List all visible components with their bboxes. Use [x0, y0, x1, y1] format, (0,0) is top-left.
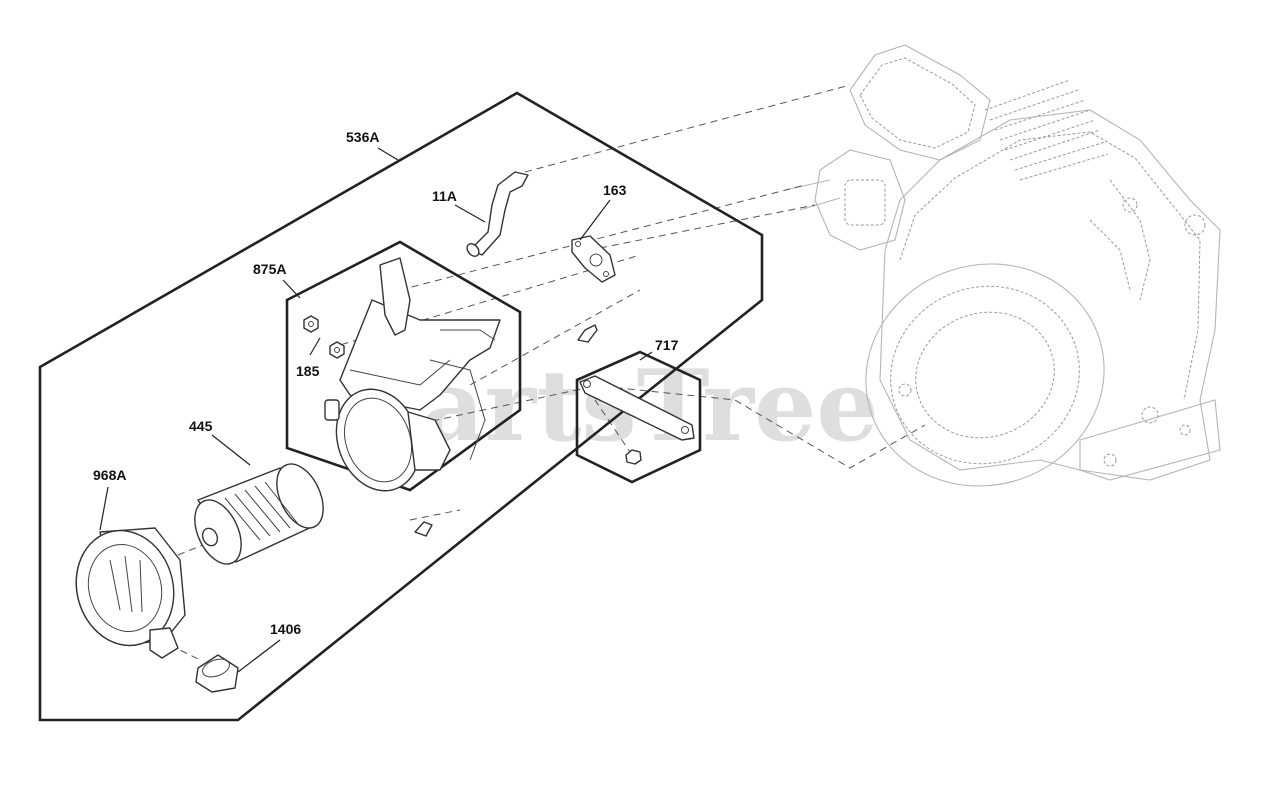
- callout-717: 717: [655, 337, 679, 353]
- callout-11A: 11A: [432, 188, 457, 204]
- air-filter: [194, 463, 324, 565]
- base-group-outline: [285, 240, 522, 492]
- air-cleaner-cover: [75, 527, 186, 659]
- callout-968A: 968A: [93, 467, 126, 483]
- alignment-lines: [169, 84, 926, 661]
- engine-illustration: [784, 44, 1221, 487]
- callout-445: 445: [189, 418, 213, 434]
- leader-lines: [99, 147, 653, 673]
- breather-hose: [466, 171, 529, 257]
- callout-163: 163: [603, 182, 627, 198]
- assembly-outline: [38, 91, 764, 722]
- callout-1406: 1406: [270, 621, 301, 637]
- callout-185: 185: [296, 363, 320, 379]
- gasket: [571, 235, 616, 283]
- bracket: [579, 375, 695, 465]
- callout-labels: 536A 11A 163 875A 185 717 445 968A 1406: [93, 129, 679, 637]
- screws: [414, 324, 598, 537]
- callout-536A: 536A: [346, 129, 379, 145]
- drain-plug: [195, 654, 239, 693]
- bracket-group-outline: [575, 350, 702, 484]
- nuts: [303, 315, 345, 359]
- air-cleaner-base: [324, 257, 501, 492]
- callout-875A: 875A: [253, 261, 286, 277]
